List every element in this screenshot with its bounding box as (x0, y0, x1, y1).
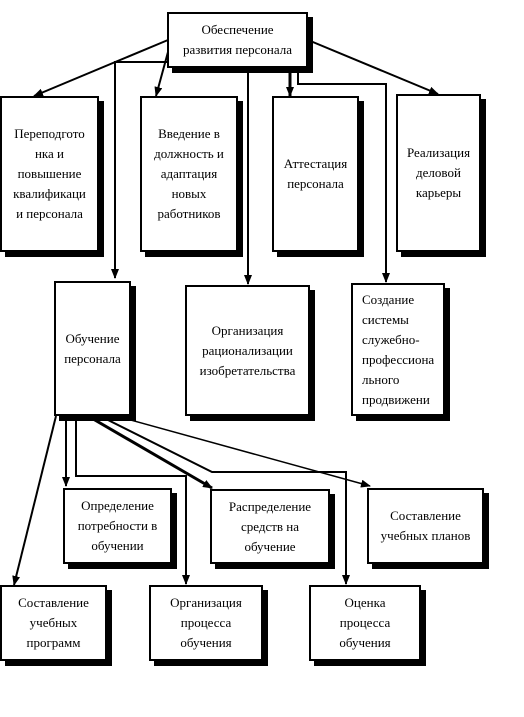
rationalization-label: Организация рационализации изобретательс… (199, 322, 296, 378)
arrow-root-retraining (33, 39, 169, 97)
arrow-root-career-system (297, 68, 390, 283)
process-label: Организация процесса обучения (170, 595, 242, 650)
arrow-training-evaluation (99, 415, 350, 585)
arrow-root-training (111, 61, 168, 279)
needs-label: Определение потребности в обучении (77, 498, 158, 553)
attestation-box: Аттестация персонала (272, 96, 359, 252)
plans-label: Составление учебных планов (380, 508, 471, 543)
training-label: Обучение персонала (64, 330, 121, 366)
arrow-training-programs (12, 415, 57, 586)
arrow-training-plans (115, 415, 371, 488)
programs-label: Составление учебных программ (18, 595, 89, 650)
attestation-label: Аттестация персонала (283, 156, 348, 191)
funds-label: Распределение средств на обучение (228, 498, 312, 554)
adaptation-box: Введение в должность и адаптация новых р… (140, 96, 238, 252)
plans-box: Составление учебных планов (367, 488, 484, 564)
career-box: Реализация деловой карьеры (396, 94, 481, 252)
career-system-box: Создание системы служебно- профессиона л… (351, 283, 445, 416)
adaptation-label: Введение в должность и адаптация новых р… (154, 126, 224, 221)
training-box: Обучение персонала (54, 281, 131, 416)
funds-box: Распределение средств на обучение (210, 489, 330, 564)
career-label: Реализация деловой карьеры (406, 145, 471, 200)
programs-box: Составление учебных программ (0, 585, 107, 661)
root-box: Обеспечение развития персонала (167, 12, 308, 68)
retraining-box: Переподгото нка и повышение квалификаци … (0, 96, 99, 252)
evaluation-label: Оценка процесса обучения (339, 595, 391, 650)
arrow-root-career (307, 39, 439, 95)
retraining-label: Переподгото нка и повышение квалификаци … (13, 126, 86, 221)
arrow-training-funds (87, 414, 213, 490)
rationalization-box: Организация рационализации изобретательс… (185, 285, 310, 416)
needs-box: Определение потребности в обучении (63, 488, 172, 564)
evaluation-box: Оценка процесса обучения (309, 585, 421, 661)
career-system-label: Создание системы служебно- профессиона л… (362, 291, 435, 407)
root-label: Обеспечение развития персонала (183, 22, 292, 57)
arrow-training-process (75, 416, 190, 585)
process-box: Организация процесса обучения (149, 585, 263, 661)
arrow-root-adaptation (154, 51, 169, 97)
